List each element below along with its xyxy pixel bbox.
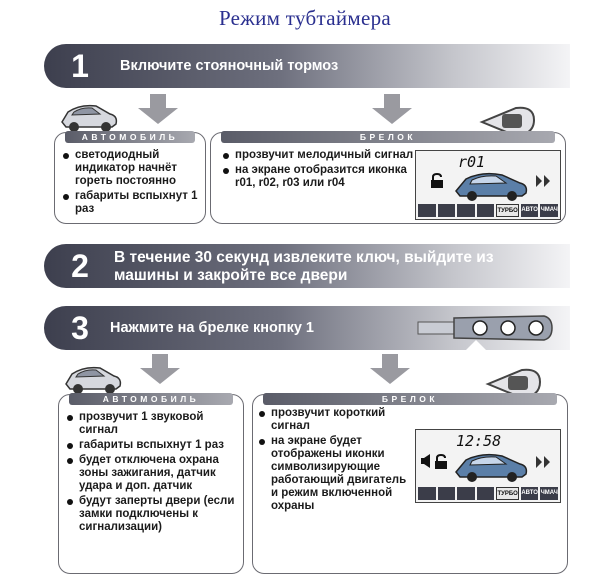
car-icon [455, 453, 528, 482]
step-text: Включите стояночный тормоз [120, 58, 339, 74]
lcd-icon-bar: ТУРБО АВТО ЧМАЧ [418, 487, 559, 500]
lcd-readout: r01 [458, 153, 486, 171]
remote-fob-icon [417, 315, 553, 341]
lcd-icon-auto: АВТО [520, 487, 539, 500]
step-number: 1 [71, 48, 89, 84]
page-title: Режим тубтаймера [218, 6, 392, 30]
lcd-readout: 12:58 [456, 432, 502, 450]
lcd-icon [418, 204, 436, 217]
down-arrow-icon [140, 354, 180, 384]
car-icon [65, 366, 122, 394]
lcd-icon [457, 487, 475, 500]
panel-header: АВТОМОБИЛЬ [69, 393, 233, 405]
signal-waves-icon [536, 175, 550, 187]
down-arrow-icon [372, 94, 412, 124]
padlock-icon [431, 173, 443, 188]
padlock-icon [435, 454, 447, 469]
list-item: габариты вспыхнут 1 раз [65, 439, 237, 452]
panel-header: АВТОМОБИЛЬ [65, 131, 195, 143]
down-arrow-icon [370, 354, 410, 384]
lcd-icon-turbo: ТУРБО [496, 204, 519, 217]
lcd-icon-mode: ЧМАЧ [540, 487, 559, 500]
lcd-icon-auto: АВТО [520, 204, 539, 217]
list-item: на экране отобразится иконка r01, r02, r… [221, 164, 421, 190]
signal-waves-icon [536, 456, 550, 468]
list-item: прозвучит короткий сигнал [257, 407, 407, 433]
panel-header: БРЕЛОК [221, 131, 555, 143]
step-number: 2 [71, 248, 89, 284]
list-item: прозвучит 1 звуковой сигнал [65, 411, 237, 437]
pointer-triangle-icon [466, 340, 486, 350]
list-item: габариты вспыхнут 1 раз [61, 190, 201, 216]
step-number: 3 [71, 310, 89, 346]
lcd-icon [418, 487, 436, 500]
lcd-icon [476, 487, 495, 500]
lcd-screen: 12:58 ТУРБО АВТО ЧМАЧ [415, 429, 561, 503]
step-text: В течение 30 секунд извлеките ключ, выйд… [114, 249, 494, 284]
step-text: Нажмите на брелке кнопку 1 [110, 320, 314, 336]
lcd-screen: r01 ТУРБО АВТО ЧМАЧ [415, 150, 561, 220]
lcd-icon-turbo: ТУРБО [496, 487, 519, 500]
lcd-icon-bar: ТУРБО АВТО ЧМАЧ [418, 204, 559, 217]
list-item: прозвучит мелодичный сигнал [221, 149, 421, 162]
car-panel: АВТОМОБИЛЬ прозвучит 1 звуковой сигнал г… [58, 393, 244, 574]
car-icon [61, 104, 118, 132]
list-item: будет отключена охрана зоны зажигания, д… [65, 454, 237, 493]
list-item: светодиодный индикатор начнёт гореть пос… [61, 149, 201, 188]
lcd-icon [437, 487, 456, 500]
car-icon [455, 172, 528, 201]
list-item: на экране будет отображены иконки символ… [257, 435, 407, 513]
down-arrow-icon [138, 94, 178, 124]
lcd-icon [457, 204, 475, 217]
lcd-icon [437, 204, 456, 217]
list-item: будут заперты двери (если замки подключе… [65, 495, 237, 534]
speaker-icon [421, 454, 430, 468]
panel-header: БРЕЛОК [263, 393, 557, 405]
lcd-icon-mode: ЧМАЧ [540, 204, 559, 217]
fob-panel: БРЕЛОК прозвучит мелодичный сигнал на эк… [210, 131, 566, 224]
step-2-banner: 2 В течение 30 секунд извлеките ключ, вы… [44, 244, 570, 288]
fob-panel: БРЕЛОК прозвучит короткий сигнал на экра… [252, 393, 568, 574]
step-1-banner: 1 Включите стояночный тормоз [44, 44, 570, 88]
lcd-icon [476, 204, 495, 217]
car-panel: АВТОМОБИЛЬ светодиодный индикатор начнёт… [54, 131, 206, 224]
